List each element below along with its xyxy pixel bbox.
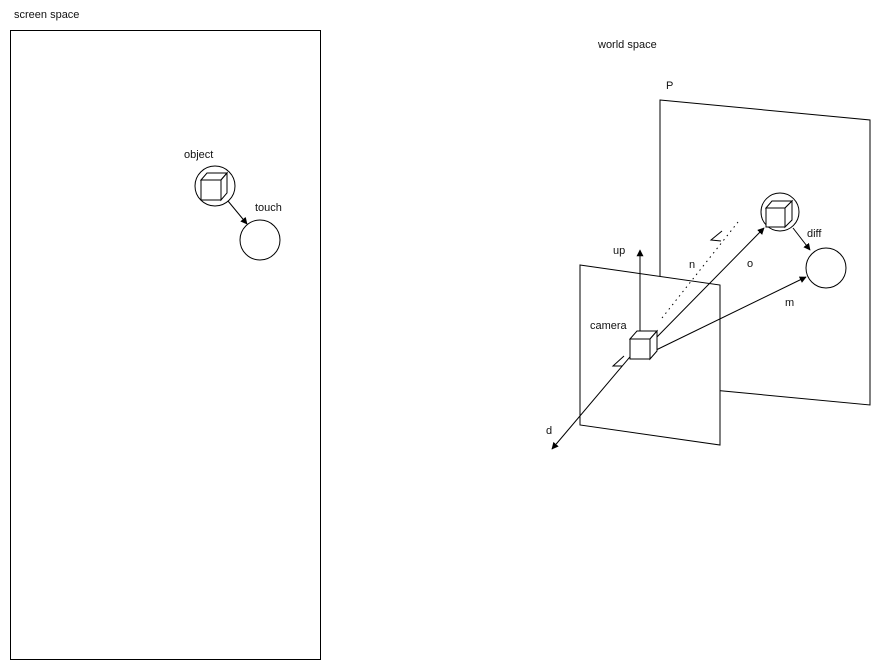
- screen-rectangle: [10, 30, 321, 660]
- n-vector: [661, 221, 739, 319]
- d-angle-mark: [611, 355, 625, 367]
- o-vector: [653, 227, 765, 341]
- touch-circle: [239, 219, 281, 261]
- diff-label: diff: [807, 228, 822, 240]
- d-label: d: [546, 425, 552, 437]
- world-space-title: world space: [597, 39, 657, 51]
- camera-cube-icon: [628, 329, 659, 361]
- up-label: up: [613, 245, 625, 257]
- screen-space-title: screen space: [14, 9, 79, 21]
- plane-p-label: P: [666, 80, 673, 92]
- object-node: [194, 165, 236, 207]
- object-label: object: [184, 149, 213, 161]
- touch-label: touch: [255, 202, 282, 214]
- d-vector: [551, 344, 641, 450]
- world-touch-circle: [805, 247, 847, 289]
- object-to-touch-arrow: [227, 200, 248, 225]
- diff-arrow: [792, 227, 811, 251]
- screen-space-panel: screen space object touch: [10, 9, 321, 660]
- n-angle-mark: [709, 230, 723, 242]
- n-label: n: [689, 259, 695, 271]
- camera-label: camera: [590, 320, 628, 332]
- o-label: o: [747, 258, 753, 270]
- world-object-node: [760, 192, 800, 232]
- world-object-cube-icon: [764, 199, 794, 229]
- object-cube-icon: [199, 171, 229, 202]
- world-space-panel: world space P up d n o m camera: [546, 39, 871, 450]
- m-vector: [651, 276, 807, 353]
- m-label: m: [785, 297, 794, 309]
